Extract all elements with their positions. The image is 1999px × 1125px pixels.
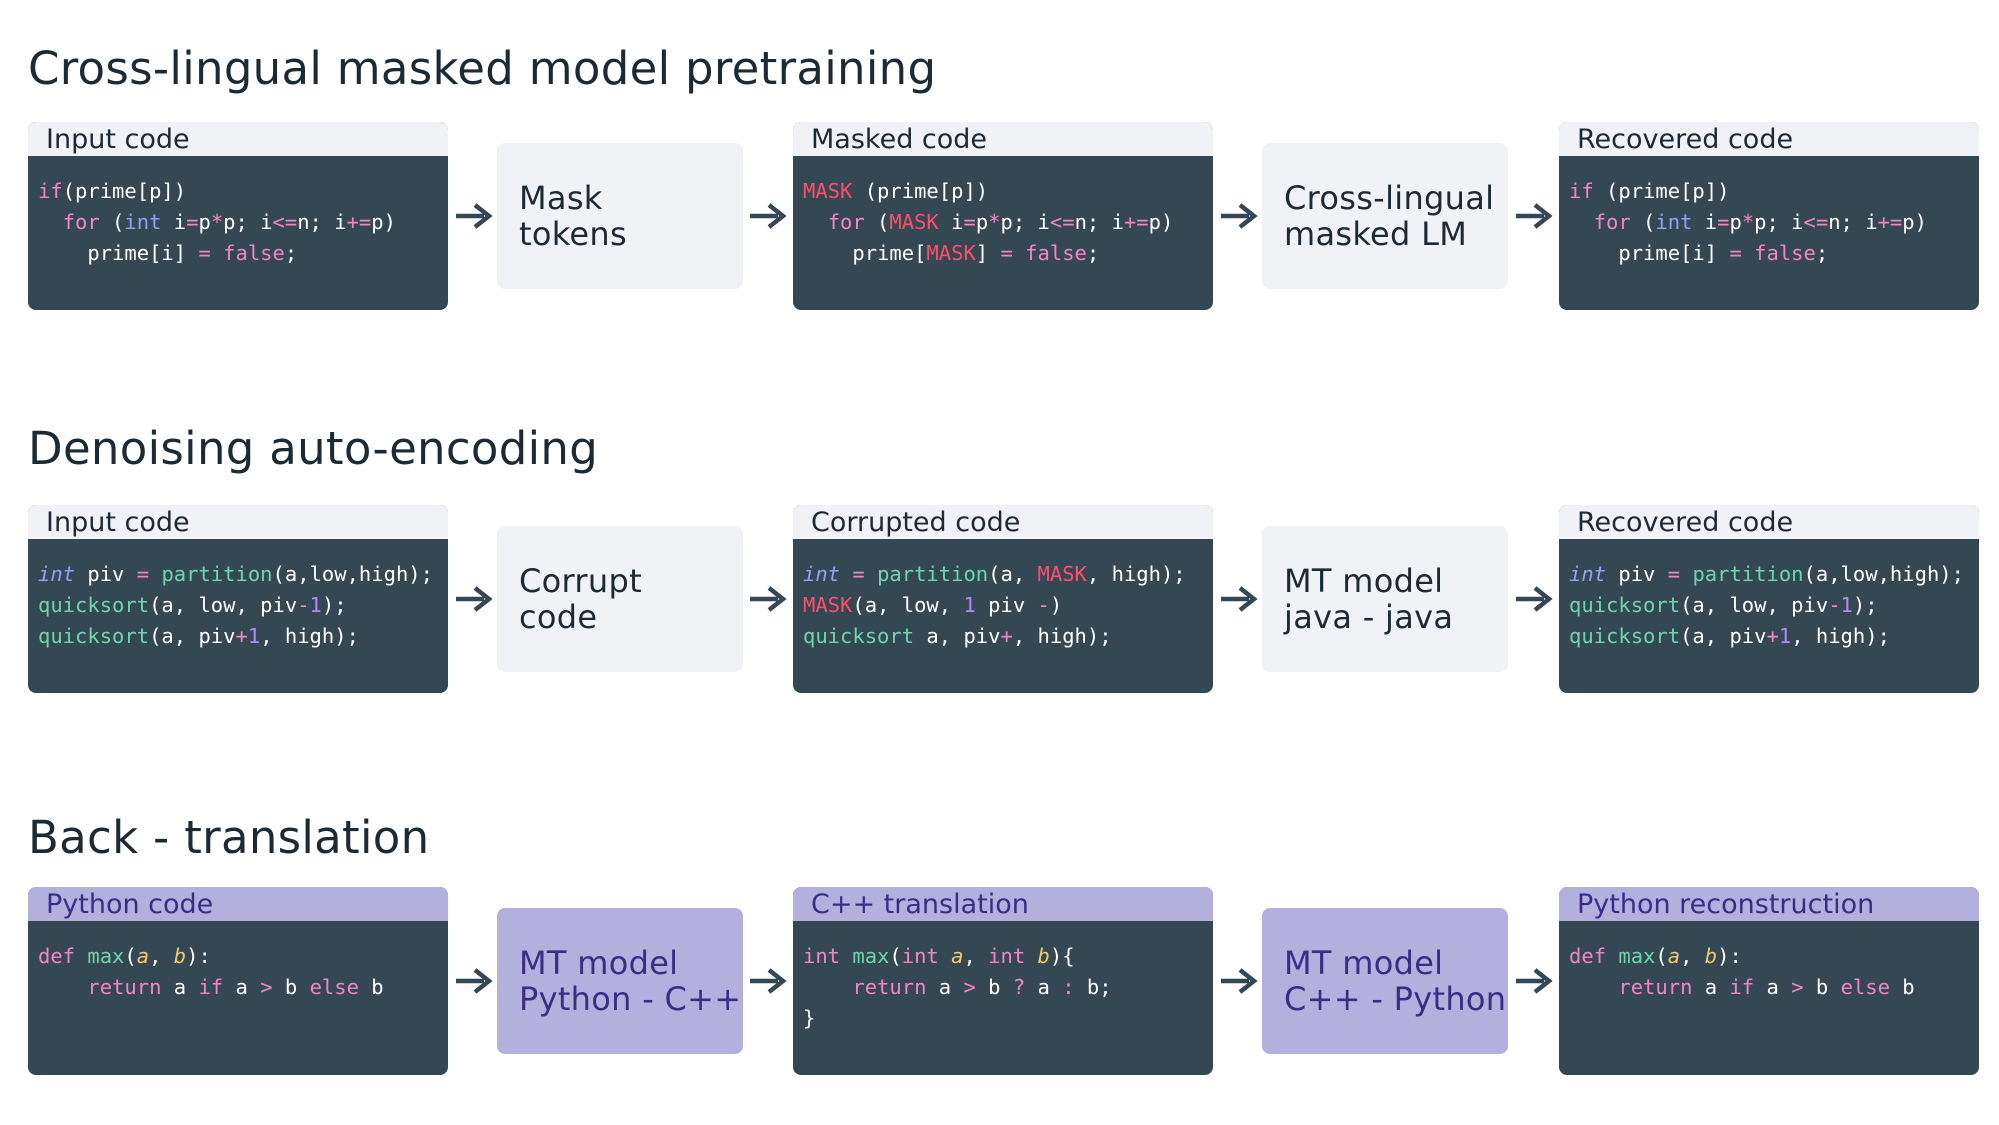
recovered-code-box: Recovered code int piv = partition(a,low… xyxy=(1559,505,1979,693)
arrow-right-icon xyxy=(1221,203,1258,229)
input-code-header: Input code xyxy=(28,505,448,539)
code-line: quicksort(a, low, piv-1); xyxy=(38,593,347,617)
arrow-right-icon xyxy=(750,586,787,612)
code-line: for (int i=p*p; i<=n; i+=p) xyxy=(62,210,396,234)
cpp-translation-header: C++ translation xyxy=(793,887,1213,921)
arrow-right-icon xyxy=(1516,586,1553,612)
recovered-code-snippet: int piv = partition(a,low,high); quickso… xyxy=(1559,539,1979,652)
python-code-header: Python code xyxy=(28,887,448,921)
code-line: def max(a, b): xyxy=(38,944,211,968)
code-line: return a > b ? a : b; xyxy=(852,975,1112,999)
section-title-denoising: Denoising auto-encoding xyxy=(28,422,599,475)
code-line: return a if a > b else b xyxy=(1618,975,1915,999)
arrow-right-icon xyxy=(1516,203,1553,229)
code-line: def max(a, b): xyxy=(1569,944,1742,968)
code-line: quicksort(a, low, piv-1); xyxy=(1569,593,1878,617)
cpp-translation-snippet: int max(int a, int b){ return a > b ? a … xyxy=(793,921,1213,1034)
mt-model-java-step: MT model java - java xyxy=(1262,526,1508,672)
code-line: return a if a > b else b xyxy=(87,975,384,999)
python-code-snippet: def max(a, b): return a if a > b else b xyxy=(28,921,448,1003)
code-line: quicksort(a, piv+1, high); xyxy=(38,624,359,648)
code-line: for (int i=p*p; i<=n; i+=p) xyxy=(1593,210,1927,234)
code-line: if(prime[p]) xyxy=(38,179,187,203)
code-line: int piv = partition(a,low,high); xyxy=(1569,562,1964,586)
python-code-box: Python code def max(a, b): return a if a… xyxy=(28,887,448,1075)
masked-code-box: Masked code MASK (prime[p]) for (MASK i=… xyxy=(793,122,1213,310)
arrow-right-icon xyxy=(456,586,493,612)
arrow-right-icon xyxy=(456,968,493,994)
code-line: MASK (prime[p]) xyxy=(803,179,989,203)
recovered-code-box: Recovered code if (prime[p]) for (int i=… xyxy=(1559,122,1979,310)
code-line: if (prime[p]) xyxy=(1569,179,1730,203)
input-code-header: Input code xyxy=(28,122,448,156)
code-line: int max(int a, int b){ xyxy=(803,944,1075,968)
input-code-box: Input code int piv = partition(a,low,hig… xyxy=(28,505,448,693)
corrupted-code-snippet: int = partition(a, MASK, high); MASK(a, … xyxy=(793,539,1213,652)
section-title-pretraining: Cross-lingual masked model pretraining xyxy=(28,42,937,95)
code-line: for (MASK i=p*p; i<=n; i+=p) xyxy=(827,210,1174,234)
arrow-right-icon xyxy=(750,203,787,229)
code-line: int piv = partition(a,low,high); xyxy=(38,562,433,586)
cross-lingual-lm-step: Cross-lingual masked LM xyxy=(1262,143,1508,289)
code-line: quicksort a, piv+, high); xyxy=(803,624,1112,648)
section-title-back-translation: Back - translation xyxy=(28,811,430,864)
corrupted-code-header: Corrupted code xyxy=(793,505,1213,539)
mt-model-cpp-python-step: MT model C++ - Python xyxy=(1262,908,1508,1054)
input-code-snippet: if(prime[p]) for (int i=p*p; i<=n; i+=p)… xyxy=(28,156,448,269)
python-reconstruction-snippet: def max(a, b): return a if a > b else b xyxy=(1559,921,1979,1003)
code-line: } xyxy=(803,1006,816,1030)
code-line: prime[i] = false; xyxy=(38,241,298,265)
python-reconstruction-box: Python reconstruction def max(a, b): ret… xyxy=(1559,887,1979,1075)
cpp-translation-box: C++ translation int max(int a, int b){ r… xyxy=(793,887,1213,1075)
arrow-right-icon xyxy=(1221,968,1258,994)
recovered-code-header: Recovered code xyxy=(1559,122,1979,156)
code-line: MASK(a, low, 1 piv -) xyxy=(803,593,1063,617)
recovered-code-snippet: if (prime[p]) for (int i=p*p; i<=n; i+=p… xyxy=(1559,156,1979,269)
mask-tokens-step: Mask tokens xyxy=(497,143,743,289)
masked-code-snippet: MASK (prime[p]) for (MASK i=p*p; i<=n; i… xyxy=(793,156,1213,269)
recovered-code-header: Recovered code xyxy=(1559,505,1979,539)
code-line: quicksort(a, piv+1, high); xyxy=(1569,624,1890,648)
code-line: int = partition(a, MASK, high); xyxy=(803,562,1186,586)
arrow-right-icon xyxy=(456,203,493,229)
input-code-box: Input code if(prime[p]) for (int i=p*p; … xyxy=(28,122,448,310)
code-line: prime[i] = false; xyxy=(1569,241,1829,265)
arrow-right-icon xyxy=(1516,968,1553,994)
mt-model-python-cpp-step: MT model Python - C++ xyxy=(497,908,743,1054)
python-reconstruction-header: Python reconstruction xyxy=(1559,887,1979,921)
arrow-right-icon xyxy=(1221,586,1258,612)
code-line: prime[MASK] = false; xyxy=(803,241,1100,265)
masked-code-header: Masked code xyxy=(793,122,1213,156)
input-code-snippet: int piv = partition(a,low,high); quickso… xyxy=(28,539,448,652)
arrow-right-icon xyxy=(750,968,787,994)
corrupted-code-box: Corrupted code int = partition(a, MASK, … xyxy=(793,505,1213,693)
corrupt-code-step: Corrupt code xyxy=(497,526,743,672)
